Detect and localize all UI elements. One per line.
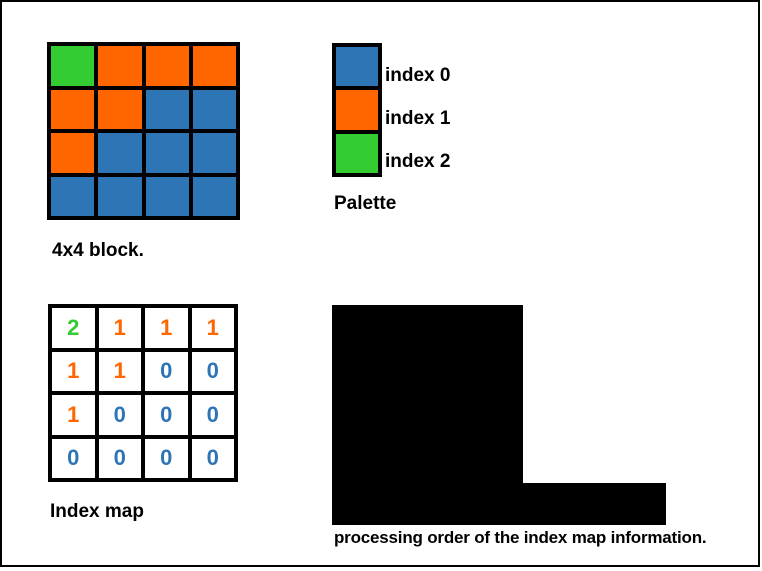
index-map-cell: 1 (98, 351, 141, 391)
index-map-cell: 0 (98, 395, 141, 435)
index-map-cell: 0 (145, 395, 188, 435)
index-map-cell: 1 (98, 308, 141, 348)
index-map-label: Index map (50, 501, 144, 522)
block-cell-blue (145, 133, 189, 173)
block-grid (47, 42, 240, 220)
index-map-cell: 0 (145, 438, 188, 478)
block-cell-blue (98, 133, 142, 173)
block-cell-green (51, 46, 95, 86)
index-map-cell: 0 (145, 351, 188, 391)
index-map-cell: 1 (191, 308, 234, 348)
palette-title: Palette (334, 193, 397, 214)
palette-entry-label: index 0 (385, 65, 451, 86)
block-cell-orange (98, 89, 142, 129)
block-cell-orange (51, 89, 95, 129)
block-cell-blue (145, 89, 189, 129)
block-cell-blue (51, 176, 95, 216)
index-map-cell: 0 (52, 438, 95, 478)
index-map-cell: 0 (191, 351, 234, 391)
index-map-cell: 1 (52, 395, 95, 435)
block-cell-orange (51, 133, 95, 173)
palette-swatch-orange (336, 90, 378, 130)
index-map-cell: 1 (52, 351, 95, 391)
index-map-cell: 0 (191, 438, 234, 478)
palette-swatch-blue (336, 47, 378, 87)
block-cell-blue (192, 89, 236, 129)
block-cell-blue (192, 176, 236, 216)
block-label: 4x4 block. (52, 240, 144, 261)
palette-entry-label: index 1 (385, 108, 451, 129)
block-cell-blue (145, 176, 189, 216)
palette-stack (332, 43, 382, 177)
caption-text: processing order of the index map inform… (334, 528, 707, 547)
block-cell-orange (145, 46, 189, 86)
index-map-cell: 2 (52, 308, 95, 348)
index-map-cell: 1 (145, 308, 188, 348)
index-map-cell: 0 (191, 395, 234, 435)
block-cell-orange (98, 46, 142, 86)
block-cell-blue (98, 176, 142, 216)
palette-entry-label: index 2 (385, 151, 451, 172)
block-cell-blue (192, 133, 236, 173)
block-cell-orange (192, 46, 236, 86)
redacted-caption-bar (332, 483, 666, 525)
palette-swatch-green (336, 133, 378, 173)
redacted-block-region (332, 305, 523, 483)
index-map-cell: 0 (98, 438, 141, 478)
